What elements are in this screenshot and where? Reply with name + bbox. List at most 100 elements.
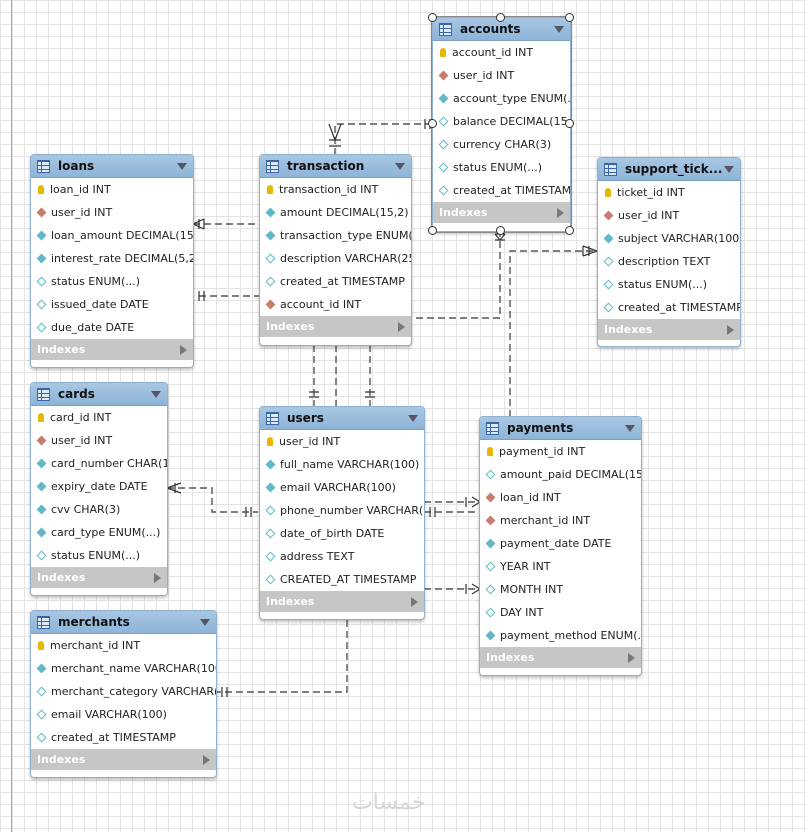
column-row[interactable]: account_id INT [260, 293, 411, 316]
column-row[interactable]: user_id INT [31, 201, 193, 224]
table-header[interactable]: merchants [31, 611, 216, 634]
collapse-arrow-icon[interactable] [625, 424, 635, 432]
table-header[interactable]: users [260, 407, 424, 430]
column-row[interactable]: expiry_date DATE [31, 475, 167, 498]
column-row[interactable]: CREATED_AT TIMESTAMP [260, 568, 424, 591]
collapse-arrow-icon[interactable] [395, 162, 405, 170]
column-row[interactable]: description TEXT [598, 250, 740, 273]
resize-handle[interactable] [565, 119, 574, 128]
column-row[interactable]: account_type ENUM(... [433, 87, 570, 110]
column-row[interactable]: status ENUM(...) [31, 270, 193, 293]
resize-handle[interactable] [428, 13, 437, 22]
column-row[interactable]: description VARCHAR(255) [260, 247, 411, 270]
column-row[interactable]: payment_id INT [480, 440, 641, 463]
column-row[interactable]: loan_amount DECIMAL(15,... [31, 224, 193, 247]
collapse-arrow-icon[interactable] [200, 618, 210, 626]
resize-handle[interactable] [496, 13, 505, 22]
collapse-arrow-icon[interactable] [724, 165, 734, 173]
column-row[interactable]: date_of_birth DATE [260, 522, 424, 545]
column-row[interactable]: created_at TIMESTAMP [260, 270, 411, 293]
collapse-arrow-icon[interactable] [554, 25, 564, 33]
column-row[interactable]: payment_date DATE [480, 532, 641, 555]
column-row[interactable]: status ENUM(...) [31, 544, 167, 567]
collapse-arrow-icon[interactable] [151, 390, 161, 398]
collapse-arrow-icon[interactable] [408, 414, 418, 422]
column-row[interactable]: ticket_id INT [598, 181, 740, 204]
indexes-bar[interactable]: Indexes [433, 202, 570, 223]
column-row[interactable]: status ENUM(...) [598, 273, 740, 296]
collapse-arrow-icon[interactable] [177, 162, 187, 170]
column-row[interactable]: user_id INT [598, 204, 740, 227]
expand-arrow-icon[interactable] [727, 324, 734, 335]
column-row[interactable]: balance DECIMAL(15,2) [433, 110, 570, 133]
column-row[interactable]: amount DECIMAL(15,2) [260, 201, 411, 224]
resize-handle[interactable] [428, 226, 437, 235]
column-row[interactable]: user_id INT [31, 429, 167, 452]
indexes-bar[interactable]: Indexes [260, 316, 411, 337]
expand-arrow-icon[interactable] [398, 321, 405, 332]
column-row[interactable]: status ENUM(...) [433, 156, 570, 179]
indexes-bar[interactable]: Indexes [260, 591, 424, 612]
column-row[interactable]: loan_id INT [31, 178, 193, 201]
column-row[interactable]: full_name VARCHAR(100) [260, 453, 424, 476]
column-row[interactable]: merchant_id INT [480, 509, 641, 532]
table-header[interactable]: cards [31, 383, 167, 406]
column-row[interactable]: card_number CHAR(1... [31, 452, 167, 475]
column-row[interactable]: account_id INT [433, 41, 570, 64]
column-row[interactable]: address TEXT [260, 545, 424, 568]
column-row[interactable]: subject VARCHAR(100) [598, 227, 740, 250]
indexes-bar[interactable]: Indexes [598, 319, 740, 340]
column-row[interactable]: phone_number VARCHAR(2... [260, 499, 424, 522]
indexes-bar[interactable]: Indexes [31, 567, 167, 588]
resize-handle[interactable] [428, 119, 437, 128]
column-row[interactable]: loan_id INT [480, 486, 641, 509]
column-row[interactable]: created_at TIMESTAMP [433, 179, 570, 202]
column-row[interactable]: merchant_category VARCHAR(5... [31, 680, 216, 703]
column-row[interactable]: merchant_name VARCHAR(100) [31, 657, 216, 680]
column-row[interactable]: DAY INT [480, 601, 641, 624]
expand-arrow-icon[interactable] [628, 652, 635, 663]
column-row[interactable]: email VARCHAR(100) [260, 476, 424, 499]
column-row[interactable]: cvv CHAR(3) [31, 498, 167, 521]
column-row[interactable]: user_id INT [260, 430, 424, 453]
column-row[interactable]: issued_date DATE [31, 293, 193, 316]
table-header[interactable]: accounts [433, 18, 570, 41]
column-row[interactable]: user_id INT [433, 64, 570, 87]
expand-arrow-icon[interactable] [154, 572, 161, 583]
expand-arrow-icon[interactable] [180, 344, 187, 355]
expand-arrow-icon[interactable] [557, 207, 564, 218]
column-row[interactable]: created_at TIMESTAMP [31, 726, 216, 749]
column-row[interactable]: interest_rate DECIMAL(5,2) [31, 247, 193, 270]
table-header[interactable]: payments [480, 417, 641, 440]
expand-arrow-icon[interactable] [411, 596, 418, 607]
column-row[interactable]: email VARCHAR(100) [31, 703, 216, 726]
indexes-bar[interactable]: Indexes [31, 749, 216, 770]
indexes-bar[interactable]: Indexes [480, 647, 641, 668]
resize-handle[interactable] [496, 226, 505, 235]
column-row[interactable]: created_at TIMESTAMP [598, 296, 740, 319]
column-row[interactable]: payment_method ENUM(...) [480, 624, 641, 647]
table-header[interactable]: transaction [260, 155, 411, 178]
column-row[interactable]: amount_paid DECIMAL(15,... [480, 463, 641, 486]
column-row[interactable]: currency CHAR(3) [433, 133, 570, 156]
column-row[interactable]: YEAR INT [480, 555, 641, 578]
resize-handle[interactable] [565, 13, 574, 22]
column-row[interactable]: merchant_id INT [31, 634, 216, 657]
column-row[interactable]: due_date DATE [31, 316, 193, 339]
expand-arrow-icon[interactable] [203, 754, 210, 765]
column-row[interactable]: transaction_id INT [260, 178, 411, 201]
column-row[interactable]: card_id INT [31, 406, 167, 429]
table-header[interactable]: support_tick... [598, 158, 740, 181]
resize-handle[interactable] [565, 226, 574, 235]
table-header[interactable]: loans [31, 155, 193, 178]
column-row[interactable]: MONTH INT [480, 578, 641, 601]
column-row[interactable]: card_type ENUM(...) [31, 521, 167, 544]
